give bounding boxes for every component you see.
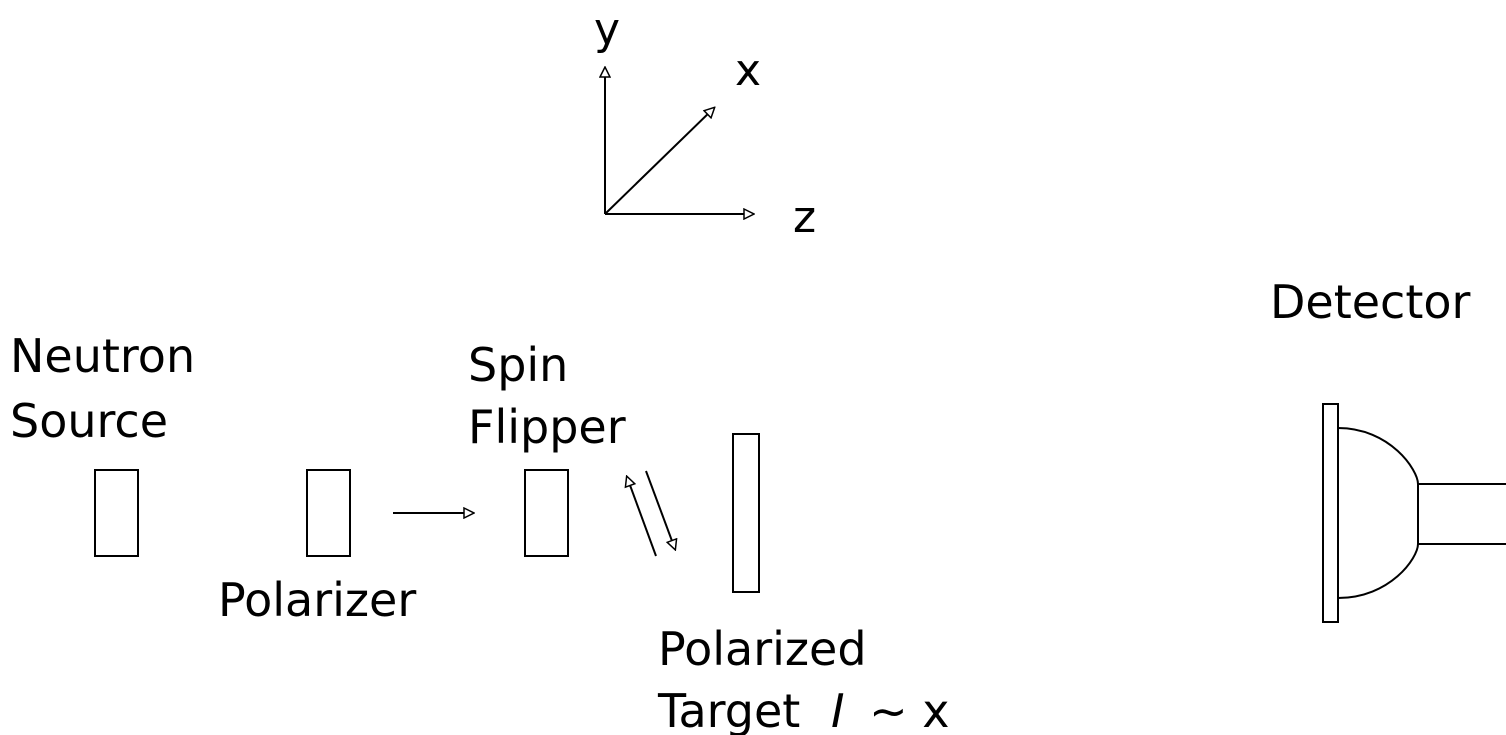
coordinate-axes: y x z — [594, 4, 816, 243]
spin-flipper-box — [524, 469, 569, 557]
detector-label: Detector — [1270, 275, 1471, 329]
spin-up-arrow — [627, 477, 657, 557]
spin-flip-arrows — [627, 470, 675, 557]
polarized-target: Polarized Target I ~ x — [657, 433, 950, 735]
detector-tube — [1418, 483, 1506, 545]
neutron-source-label-line1: Neutron — [10, 329, 195, 383]
target-spin-relation: ~ x — [869, 684, 949, 735]
spin-flipper-label-line2: Flipper — [468, 400, 626, 454]
polarizer-box — [306, 469, 351, 557]
neutron-source-box — [94, 469, 139, 557]
detector: Detector — [1270, 275, 1506, 623]
polarizer: Polarizer — [218, 469, 416, 627]
detector-plate — [1322, 403, 1339, 623]
z-axis-label: z — [793, 192, 816, 243]
target-word: Target — [657, 684, 800, 735]
polarized-target-label-line1: Polarized — [658, 622, 867, 676]
polarizer-label: Polarizer — [218, 573, 416, 627]
neutron-source: Neutron Source — [10, 329, 195, 557]
x-axis-arrow — [604, 108, 714, 215]
detector-dome — [1337, 427, 1419, 599]
spin-flipper-label-line1: Spin — [468, 338, 568, 392]
x-axis-label: x — [735, 45, 761, 96]
spin-down-arrow — [645, 470, 675, 549]
polarized-target-label-line2: Target I ~ x — [657, 684, 950, 735]
target-spin-symbol: I — [831, 684, 845, 735]
spin-flipper: Spin Flipper — [468, 338, 626, 557]
polarized-target-box — [732, 433, 760, 593]
y-axis-label: y — [594, 4, 620, 55]
neutron-source-label-line2: Source — [10, 394, 168, 448]
